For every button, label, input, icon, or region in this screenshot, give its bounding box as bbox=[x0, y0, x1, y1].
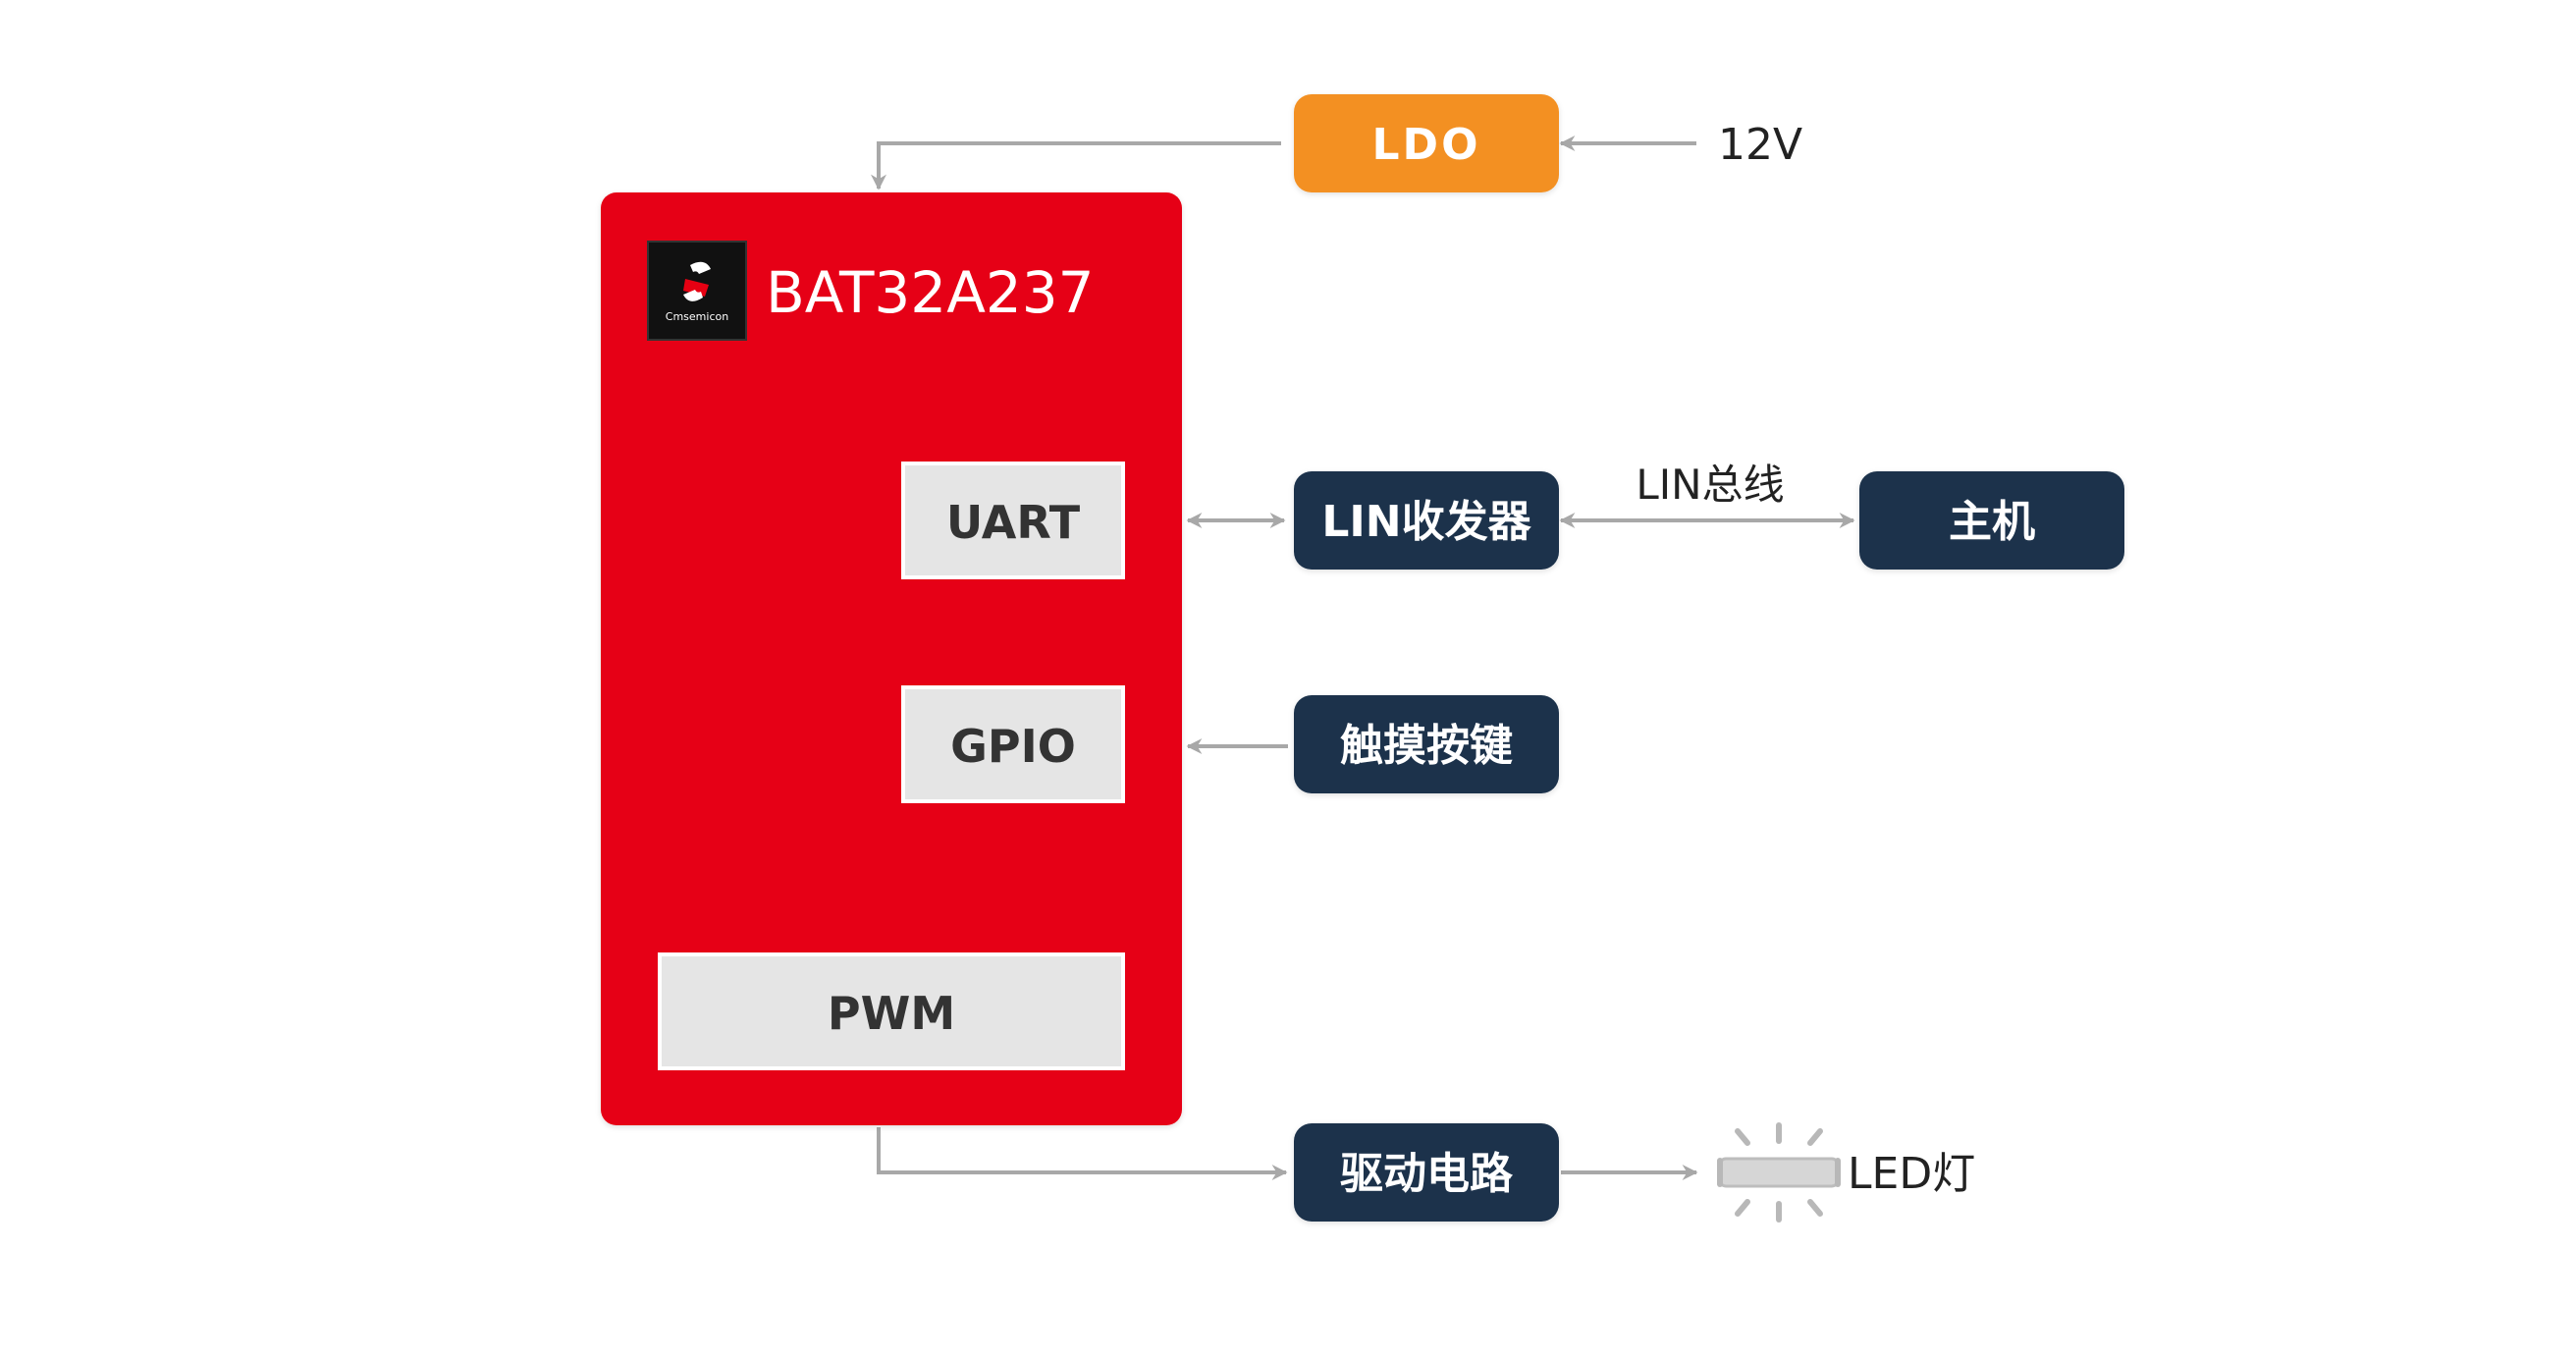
port-gpio: GPIO bbox=[901, 685, 1125, 803]
host-label: 主机 bbox=[1949, 497, 2035, 547]
lin-transceiver-block: LIN收发器 bbox=[1294, 471, 1559, 570]
arrow-mcu-to-driver bbox=[877, 1127, 1288, 1180]
lin-transceiver-label: LIN收发器 bbox=[1321, 497, 1531, 547]
port-uart: UART bbox=[901, 462, 1125, 579]
ldo-label: LDO bbox=[1372, 120, 1481, 170]
driver-label: 驱动电路 bbox=[1340, 1149, 1514, 1199]
cmsemicon-logo-icon: Cmsemicon bbox=[647, 241, 747, 341]
led-lamp-icon bbox=[1717, 1122, 1841, 1223]
arrow-ldo-to-mcu bbox=[871, 141, 1281, 190]
port-gpio-label: GPIO bbox=[950, 720, 1076, 773]
lin-bus-label: LIN总线 bbox=[1636, 461, 1784, 509]
ldo-block: LDO bbox=[1294, 94, 1559, 192]
supply-voltage-label: 12V bbox=[1718, 120, 1802, 170]
mcu-model-title: BAT32A237 bbox=[766, 259, 1095, 326]
host-block: 主机 bbox=[1859, 471, 2124, 570]
port-pwm-label: PWM bbox=[828, 987, 955, 1040]
connectors bbox=[871, 136, 1855, 1180]
driver-block: 驱动电路 bbox=[1294, 1123, 1559, 1222]
logo-brand-text: Cmsemicon bbox=[666, 310, 728, 323]
port-uart-label: UART bbox=[946, 496, 1081, 549]
port-pwm: PWM bbox=[658, 952, 1125, 1070]
led-label: LED灯 bbox=[1848, 1149, 1975, 1199]
touch-key-block: 触摸按键 bbox=[1294, 695, 1559, 793]
touch-key-label: 触摸按键 bbox=[1340, 721, 1513, 771]
mcu-block: Cmsemicon BAT32A237 UART GPIO PWM bbox=[601, 192, 1182, 1125]
